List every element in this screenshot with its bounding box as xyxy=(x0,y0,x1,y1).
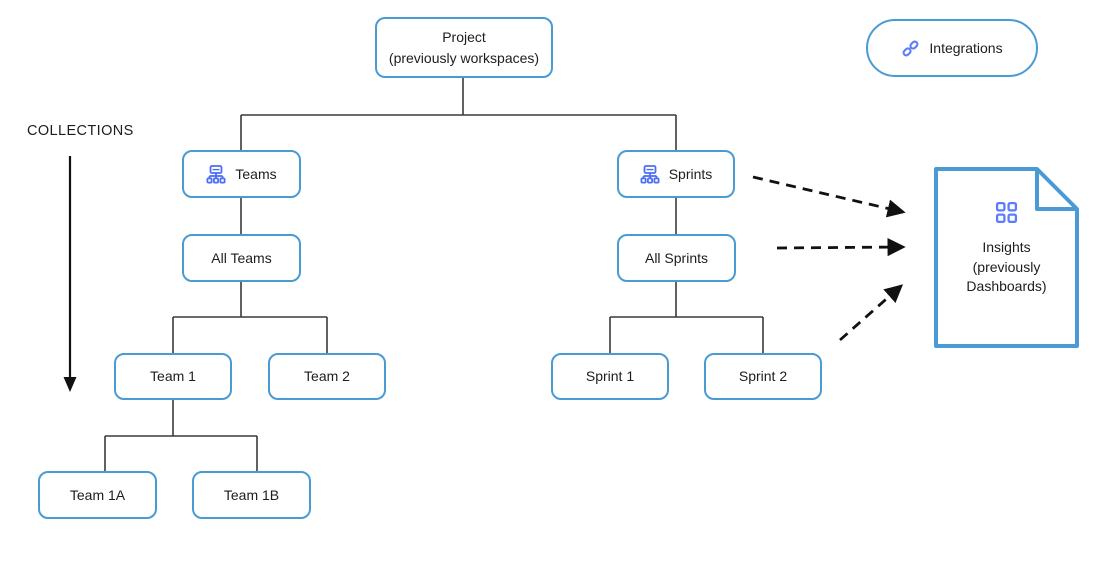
node-team1: Team 1 xyxy=(114,353,232,400)
node-sprints: Sprints xyxy=(617,150,735,198)
collections-label: COLLECTIONS xyxy=(27,123,134,139)
sprint2-label: Sprint 2 xyxy=(738,368,788,385)
insights-label-line3: Dashboards) xyxy=(966,278,1047,295)
node-team1b: Team 1B xyxy=(192,471,311,519)
arrow-allsprints-to-insights xyxy=(776,238,906,257)
org-chart-icon xyxy=(640,164,660,184)
tree-connector-lines xyxy=(104,78,764,471)
collections-arrow xyxy=(63,156,77,392)
insights-dashed-arrows xyxy=(752,175,906,342)
node-insights: Insights (previously Dashboards) xyxy=(936,169,1077,346)
insights-label-line1: Insights xyxy=(982,239,1031,255)
sprints-label: Sprints xyxy=(668,165,713,182)
project-label-line2: (previously workspaces) xyxy=(388,49,540,66)
org-chart-icon xyxy=(206,164,226,184)
node-team2: Team 2 xyxy=(268,353,386,400)
team1-label: Team 1 xyxy=(150,368,196,385)
link-icon xyxy=(901,39,920,58)
teams-label: Teams xyxy=(235,165,277,182)
all-sprints-label: All Sprints xyxy=(644,249,709,266)
node-all-sprints: All Sprints xyxy=(617,234,736,282)
insights-label-line2: (previously xyxy=(972,258,1041,275)
node-sprint1: Sprint 1 xyxy=(551,353,669,400)
node-project: Project (previously workspaces) xyxy=(375,17,553,78)
grid-icon xyxy=(995,201,1018,224)
node-team1a: Team 1A xyxy=(38,471,157,519)
arrow-sprints-to-insights xyxy=(752,175,906,218)
team1a-label: Team 1A xyxy=(69,486,126,503)
integrations-label: Integrations xyxy=(929,39,1003,56)
project-label-line1: Project xyxy=(442,28,486,45)
sprint1-label: Sprint 1 xyxy=(585,368,635,385)
node-all-teams: All Teams xyxy=(182,234,301,282)
team1b-label: Team 1B xyxy=(223,486,280,503)
all-teams-label: All Teams xyxy=(211,249,272,266)
insights-document-shape xyxy=(934,167,1079,348)
node-integrations: Integrations xyxy=(866,19,1038,77)
arrow-lower-to-insights xyxy=(839,284,904,342)
node-teams: Teams xyxy=(182,150,301,198)
node-sprint2: Sprint 2 xyxy=(704,353,822,400)
team2-label: Team 2 xyxy=(304,368,350,385)
